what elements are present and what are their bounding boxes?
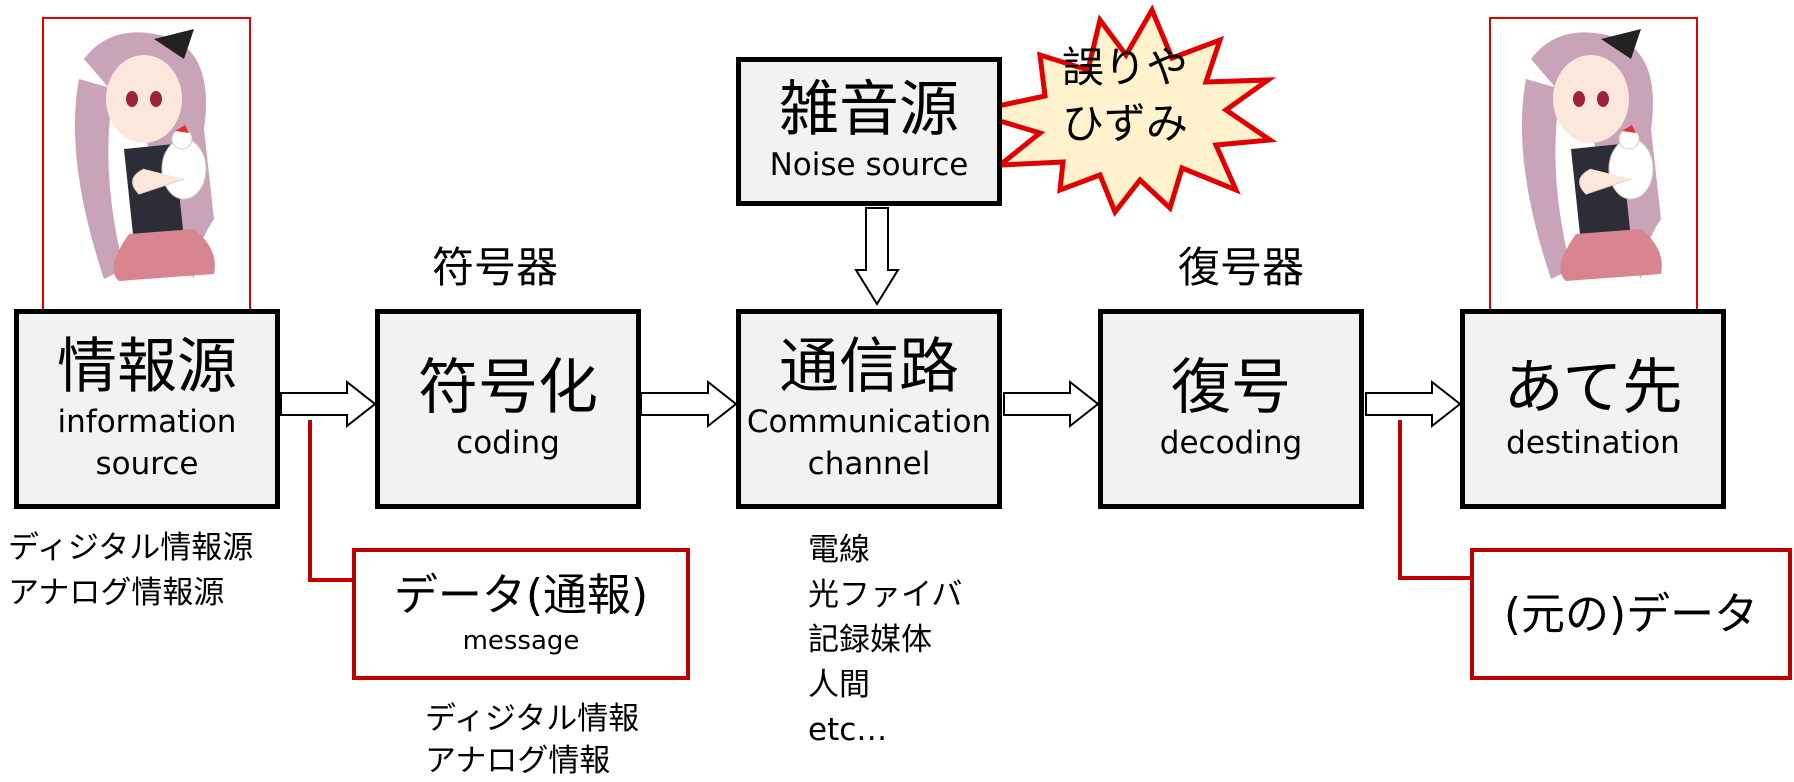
decoding-subtitle: decoding xyxy=(1159,424,1303,461)
character-illustration xyxy=(74,29,215,281)
arrow-channel-to-decoder xyxy=(1003,379,1100,429)
source-title: 情報源 xyxy=(57,331,237,402)
decoding-title: 復号 xyxy=(1171,352,1291,423)
message-leader-horizontal xyxy=(308,578,354,582)
noise-burst-text: 誤りや ひずみ xyxy=(1025,40,1225,152)
output-title: (元の)データ xyxy=(1503,588,1759,640)
coding-title: 符号化 xyxy=(418,352,598,423)
list-item: ディジタル情報 xyxy=(425,701,640,737)
noise-burst-shape xyxy=(969,4,1278,217)
sender-character-image xyxy=(42,17,251,311)
burst-line-2: ひずみ xyxy=(1061,99,1188,148)
list-item: ディジタル情報源 xyxy=(8,530,254,566)
arrow-encoder-to-channel xyxy=(640,379,738,429)
source-subtitle-1: information xyxy=(57,403,237,440)
arrow-decoder-to-destination xyxy=(1365,379,1462,429)
list-item: 光ファイバ xyxy=(808,577,963,613)
coding-box: 符号化 coding xyxy=(375,309,641,509)
character-illustration xyxy=(1521,29,1662,281)
source-types-list: ディジタル情報源 アナログ情報源 xyxy=(8,526,253,616)
information-source-box: 情報源 information source xyxy=(14,309,280,509)
destination-title: あて先 xyxy=(1503,352,1683,423)
list-item: 記録媒体 xyxy=(808,622,932,658)
arrow-noise-to-channel xyxy=(854,207,900,306)
list-item: アナログ情報 xyxy=(425,743,611,779)
message-leader-vertical xyxy=(308,420,312,582)
message-title: データ(通報) xyxy=(393,570,649,622)
channel-subtitle-2: channel xyxy=(807,445,931,482)
output-data-box: (元の)データ xyxy=(1470,548,1792,680)
list-item: 人間 xyxy=(808,667,870,703)
list-item: 電線 xyxy=(808,532,870,568)
receiver-character-image xyxy=(1489,17,1698,311)
message-box: データ(通報) message xyxy=(352,548,690,680)
coding-subtitle: coding xyxy=(456,424,560,461)
arrow-source-to-encoder xyxy=(280,379,377,429)
message-types-list: ディジタル情報 アナログ情報 xyxy=(425,698,639,782)
output-leader-horizontal xyxy=(1398,576,1472,580)
message-subtitle: message xyxy=(462,626,580,657)
list-item: アナログ情報源 xyxy=(8,575,225,611)
list-item: etc… xyxy=(808,712,888,748)
decoder-label: 復号器 xyxy=(1178,243,1305,292)
source-subtitle-2: source xyxy=(95,445,199,482)
burst-line-1: 誤りや xyxy=(1061,43,1188,92)
destination-subtitle: destination xyxy=(1506,424,1680,461)
noise-subtitle: Noise source xyxy=(769,147,969,184)
output-leader-vertical xyxy=(1398,420,1402,580)
channel-examples-list: 電線 光ファイバ 記録媒体 人間 etc… xyxy=(808,528,962,753)
decoding-box: 復号 decoding xyxy=(1098,309,1364,509)
channel-subtitle-1: Communication xyxy=(746,403,992,440)
noise-source-box: 雑音源 Noise source xyxy=(736,57,1002,206)
noise-title: 雑音源 xyxy=(779,75,959,146)
channel-box: 通信路 Communication channel xyxy=(736,309,1002,509)
encoder-label: 符号器 xyxy=(432,243,559,292)
channel-title: 通信路 xyxy=(779,331,959,402)
destination-box: あて先 destination xyxy=(1460,309,1726,509)
